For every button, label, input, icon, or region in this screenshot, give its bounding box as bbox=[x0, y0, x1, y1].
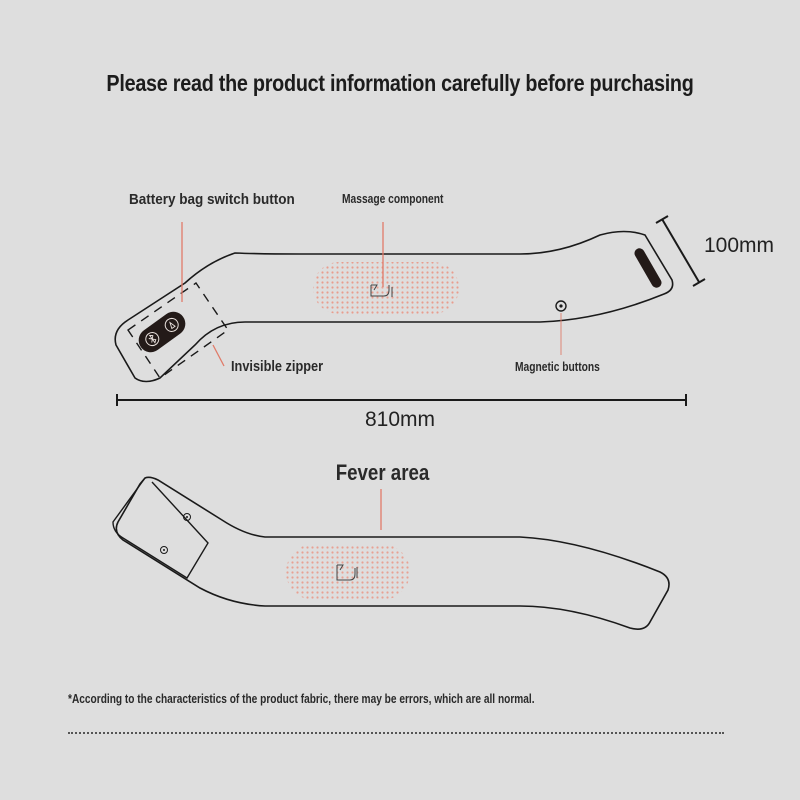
dotted-divider bbox=[68, 732, 724, 734]
fever-area bbox=[286, 544, 410, 600]
battery-bag-zipper bbox=[127, 282, 229, 379]
power-icon[interactable] bbox=[163, 316, 181, 334]
massage-logo-icon bbox=[336, 564, 358, 581]
length-dimension-line bbox=[116, 394, 687, 406]
massage-component-area bbox=[313, 262, 459, 314]
length-dimension-label: 810mm bbox=[364, 408, 436, 431]
label-fever-area: Fever area bbox=[335, 460, 430, 485]
snap-button-icon bbox=[183, 513, 191, 521]
bluetooth-icon[interactable] bbox=[143, 330, 161, 348]
belt-top-view bbox=[114, 215, 706, 406]
belt-bottom-view bbox=[112, 476, 670, 630]
belt-outline bbox=[115, 476, 670, 630]
snap-button-icon bbox=[160, 546, 168, 554]
label-invisible-zipper: Invisible zipper bbox=[231, 358, 324, 375]
leader-line bbox=[212, 344, 225, 367]
label-battery-switch: Battery bag switch button bbox=[129, 191, 295, 208]
battery-pocket-flap bbox=[112, 477, 209, 579]
width-dimension-label: 100mm bbox=[704, 234, 775, 257]
massage-logo-icon bbox=[370, 284, 393, 297]
belt-outline bbox=[114, 230, 674, 383]
label-massage-component: Massage component bbox=[342, 192, 444, 206]
width-dimension-line bbox=[655, 215, 706, 287]
page-title: Please read the product information care… bbox=[106, 70, 694, 96]
control-pad[interactable] bbox=[134, 307, 190, 357]
footnote: *According to the characteristics of the… bbox=[68, 691, 535, 706]
label-magnetic-buttons: Magnetic buttons bbox=[515, 360, 600, 374]
magnetic-button-icon bbox=[555, 300, 567, 312]
strap-slot-icon bbox=[634, 248, 662, 288]
